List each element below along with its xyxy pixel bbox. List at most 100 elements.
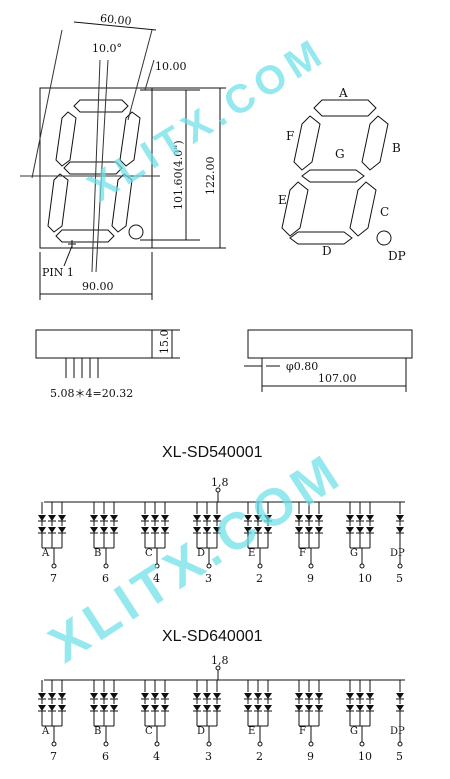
pin-number-10: 10: [358, 572, 372, 585]
pin-node: [154, 741, 160, 747]
diode: [264, 527, 272, 533]
segment-label-a: A: [41, 548, 50, 559]
circuit-title-2: XL-SD640001: [162, 628, 263, 645]
pin-node: [359, 563, 365, 569]
segment-label-b: B: [94, 548, 101, 559]
diode: [244, 515, 252, 521]
pin-number-5: 5: [396, 750, 403, 763]
circuit-title-1: XL-SD540001: [162, 444, 263, 461]
seg-label-f: F: [286, 129, 294, 143]
diode: [110, 527, 118, 533]
diode: [38, 705, 46, 711]
pin-node: [359, 741, 365, 747]
diode: [100, 693, 108, 699]
diode: [193, 527, 201, 533]
segment-label-f: F: [299, 548, 306, 559]
diode: [315, 693, 323, 699]
front-digit: [47, 99, 144, 243]
pin-number-9: 9: [307, 750, 314, 763]
side-body-right: [247, 329, 413, 359]
pin-number-4: 4: [153, 572, 160, 585]
segment-label-e: E: [248, 548, 255, 559]
diode: [151, 705, 159, 711]
pin-number-2: 2: [256, 572, 263, 585]
common-pins-label: 1,8: [211, 654, 229, 667]
pin-number-7: 7: [50, 750, 57, 763]
segment-label-d: D: [197, 726, 205, 737]
pin-number-4: 4: [153, 750, 160, 763]
diode: [161, 693, 169, 699]
seg-label-c: C: [380, 205, 389, 219]
diode: [295, 705, 303, 711]
diode: [254, 705, 262, 711]
diode: [151, 527, 159, 533]
diode: [295, 527, 303, 533]
diode: [315, 515, 323, 521]
diode: [161, 515, 169, 521]
pin-pitch: 5.08＊4=20.32: [50, 387, 133, 400]
diode: [48, 705, 56, 711]
segment-label-b: B: [94, 726, 101, 737]
segment-label-c: C: [145, 548, 153, 559]
pin-node: [103, 741, 109, 747]
seg-label-g: G: [335, 147, 345, 161]
pin-number-3: 3: [205, 750, 212, 763]
segment-label-dp: DP: [390, 726, 405, 737]
segment-label-d: D: [197, 548, 205, 559]
pin-node: [397, 563, 403, 569]
diode: [264, 515, 272, 521]
diode: [346, 527, 354, 533]
diode: [90, 693, 98, 699]
diode: [100, 527, 108, 533]
diode: [346, 515, 354, 521]
pin-node: [397, 741, 403, 747]
diode: [90, 527, 98, 533]
pin-node: [51, 563, 57, 569]
dim-depth: 15.0: [158, 330, 171, 355]
diode: [203, 693, 211, 699]
diode: [193, 515, 201, 521]
diode: [48, 515, 56, 521]
diode: [356, 527, 364, 533]
diode: [356, 693, 364, 699]
diode: [193, 705, 201, 711]
diode: [213, 515, 221, 521]
diode: [193, 693, 201, 699]
diode: [141, 693, 149, 699]
diode: [110, 515, 118, 521]
diode: [366, 527, 374, 533]
pin-node: [206, 563, 212, 569]
segment-label-f: F: [299, 726, 306, 737]
dim-top-60: 60.00: [99, 12, 132, 28]
diode: [356, 515, 364, 521]
diode: [295, 515, 303, 521]
diode: [90, 515, 98, 521]
diode: [244, 527, 252, 533]
diode: [213, 705, 221, 711]
diode: [110, 693, 118, 699]
dim-height-122: 122.00: [204, 157, 217, 196]
diode: [264, 705, 272, 711]
diode: [38, 693, 46, 699]
dim-width-90: 90.00: [82, 280, 114, 293]
pin1-label: PIN 1: [42, 266, 74, 279]
diode: [38, 515, 46, 521]
pin-node: [257, 741, 263, 747]
diode: [356, 705, 364, 711]
diode: [203, 527, 211, 533]
seg-label-d: D: [322, 244, 332, 258]
seg-label-e: E: [278, 193, 287, 207]
pin-number-5: 5: [396, 572, 403, 585]
diode: [305, 693, 313, 699]
diode: [110, 705, 118, 711]
pin-number-7: 7: [50, 572, 57, 585]
diode: [203, 705, 211, 711]
legend-digit: [281, 99, 392, 246]
dim-offset: 10.00: [155, 60, 187, 73]
diode: [315, 527, 323, 533]
diode: [396, 705, 404, 711]
diode: [151, 515, 159, 521]
segment-label-g: G: [350, 726, 358, 737]
common-pins-label: 1,8: [211, 476, 229, 489]
